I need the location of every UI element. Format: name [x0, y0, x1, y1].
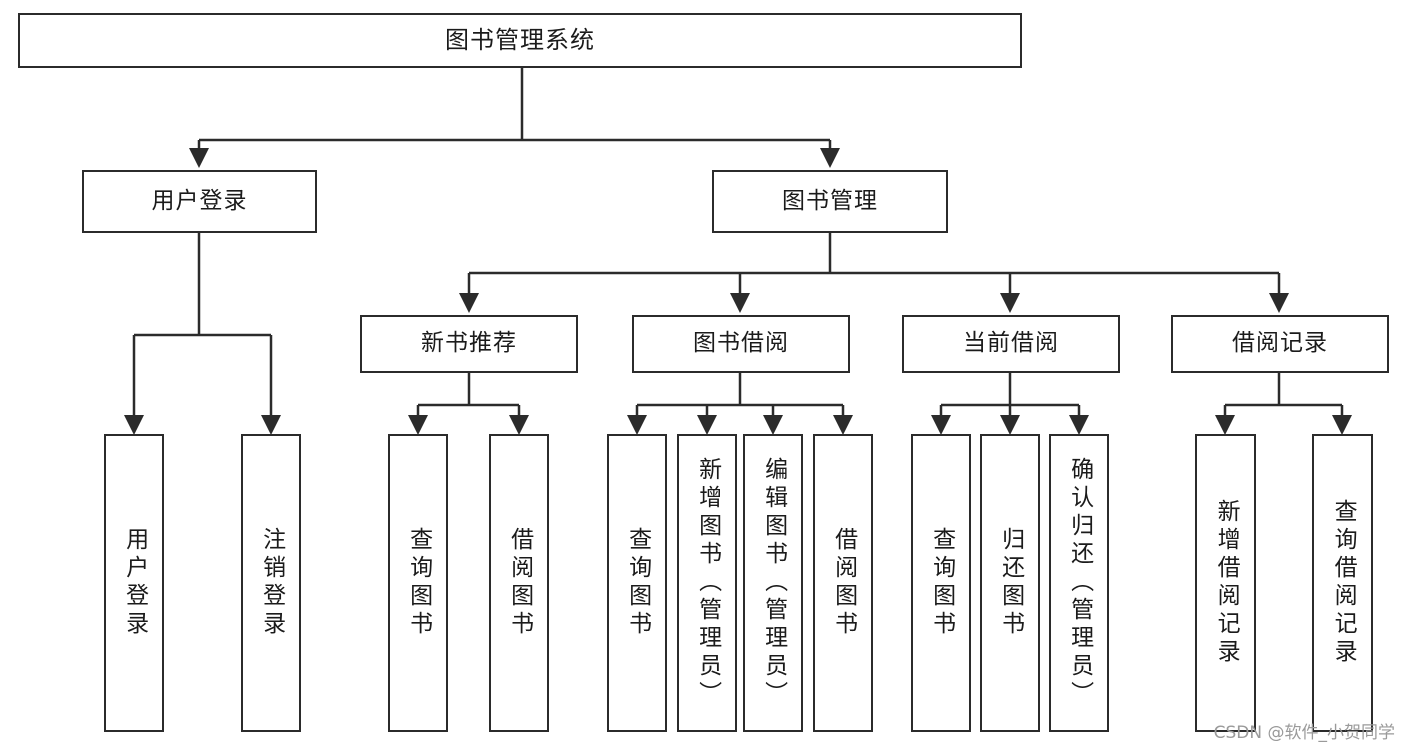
node-new-book-recommend[interactable]: 新书推荐 [360, 315, 578, 373]
leaf-record-query-record[interactable]: 查询借阅记录 [1312, 434, 1373, 732]
node-label: 归还图书 [997, 527, 1024, 639]
leaf-borrow-borrow-book[interactable]: 借阅图书 [813, 434, 873, 732]
leaf-user-logout[interactable]: 注销登录 [241, 434, 301, 732]
node-label: 查询图书 [405, 527, 432, 639]
node-label: 新书推荐 [421, 330, 517, 357]
node-label: 查询借阅记录 [1330, 499, 1357, 667]
node-label: 新增借阅记录 [1213, 499, 1240, 667]
leaf-user-login[interactable]: 用户登录 [104, 434, 164, 732]
leaf-borrow-add-book-admin[interactable]: 新增图书（管理员） [677, 434, 737, 732]
node-label: 图书管理系统 [445, 26, 595, 55]
node-user-login[interactable]: 用户登录 [82, 170, 317, 233]
leaf-borrow-edit-book-admin[interactable]: 编辑图书（管理员） [743, 434, 803, 732]
csdn-watermark: CSDN @软件_小贺同学 [1213, 723, 1395, 743]
leaf-current-confirm-return-admin[interactable]: 确认归还（管理员） [1049, 434, 1109, 732]
node-label: 图书管理 [782, 187, 878, 214]
leaf-recommend-borrow-book[interactable]: 借阅图书 [489, 434, 549, 732]
node-label: 当前借阅 [963, 330, 1059, 357]
node-book-borrow[interactable]: 图书借阅 [632, 315, 850, 373]
leaf-current-query-book[interactable]: 查询图书 [911, 434, 971, 732]
node-label: 借阅图书 [506, 527, 533, 639]
node-label: 新增图书（管理员） [694, 457, 721, 709]
node-label: 查询图书 [624, 527, 651, 639]
node-label: 图书借阅 [693, 330, 789, 357]
node-book-management[interactable]: 图书管理 [712, 170, 948, 233]
leaf-current-return-book[interactable]: 归还图书 [980, 434, 1040, 732]
leaf-recommend-query-book[interactable]: 查询图书 [388, 434, 448, 732]
node-label: 借阅图书 [830, 527, 857, 639]
node-label: 注销登录 [258, 527, 285, 639]
node-label: 用户登录 [151, 187, 248, 214]
node-borrow-record[interactable]: 借阅记录 [1171, 315, 1389, 373]
leaf-record-add-record[interactable]: 新增借阅记录 [1195, 434, 1256, 732]
node-label: 借阅记录 [1232, 330, 1328, 357]
node-label: 用户登录 [121, 527, 148, 639]
node-root-system[interactable]: 图书管理系统 [18, 13, 1022, 68]
node-label: 编辑图书（管理员） [760, 457, 787, 709]
leaf-borrow-query-book[interactable]: 查询图书 [607, 434, 667, 732]
node-current-borrow[interactable]: 当前借阅 [902, 315, 1120, 373]
node-label: 查询图书 [928, 527, 955, 639]
node-label: 确认归还（管理员） [1066, 457, 1093, 709]
